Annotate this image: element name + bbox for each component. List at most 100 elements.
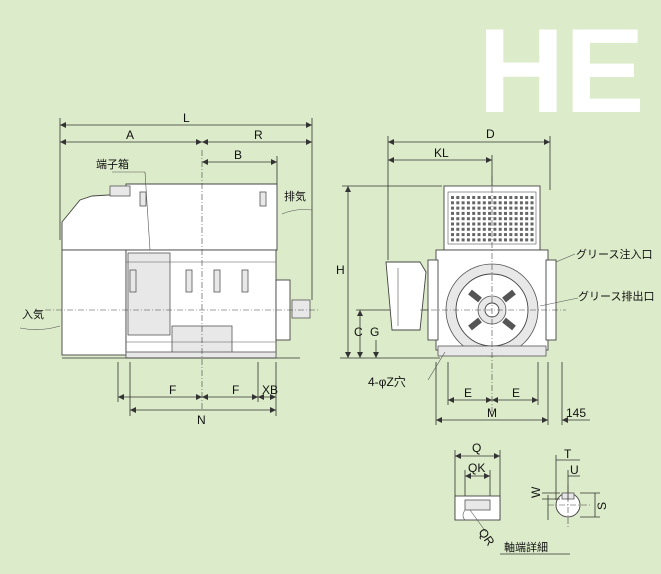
- grille-cell: [477, 233, 481, 237]
- grille-cell: [493, 201, 497, 205]
- grille-cell: [498, 217, 502, 221]
- grille-cell: [509, 222, 513, 226]
- grille-cell: [514, 238, 518, 242]
- grille-cell: [466, 233, 470, 237]
- terminal-box-label: 端子箱: [96, 157, 129, 171]
- grille-cell: [498, 238, 502, 242]
- grille-cell: [498, 222, 502, 226]
- grille-cell: [498, 227, 502, 231]
- grille-cell: [451, 233, 454, 237]
- grille-cell: [525, 201, 529, 205]
- grille-cell: [482, 227, 486, 231]
- dim-G: G: [370, 325, 379, 339]
- grille-cell: [482, 217, 486, 221]
- grille-cell: [525, 222, 529, 226]
- grille-cell: [493, 196, 497, 199]
- grille-cell: [466, 196, 470, 199]
- grille-cell: [530, 227, 534, 231]
- grille-cell: [504, 233, 507, 237]
- grille-cell: [488, 227, 492, 231]
- grille-cell: [466, 222, 470, 226]
- grille-cell: [451, 206, 454, 210]
- grille-cell: [456, 201, 460, 205]
- grille-cell: [498, 211, 502, 215]
- grille-cell: [498, 206, 502, 210]
- grille-cell: [519, 211, 523, 215]
- grille-cell: [461, 196, 465, 199]
- grille-cell: [530, 222, 534, 226]
- dim-U: U: [570, 463, 579, 477]
- grille-cell: [456, 227, 460, 231]
- grille-cell: [514, 233, 518, 237]
- grille-cell: [461, 201, 465, 205]
- grille-cell: [472, 233, 476, 237]
- side-view: [19, 118, 318, 416]
- grille-cell: [472, 196, 476, 199]
- grille-cell: [477, 238, 481, 242]
- grille-cell: [451, 227, 454, 231]
- grille-cell: [504, 222, 507, 226]
- grille-cell: [519, 233, 523, 237]
- grille-cell: [488, 196, 492, 199]
- grille-cell: [509, 227, 513, 231]
- dim-D: D: [486, 127, 495, 141]
- grille-cell: [488, 222, 492, 226]
- intake-label: 入気: [22, 307, 44, 321]
- grille-cell: [504, 238, 507, 242]
- grease-outlet-label: グリース排出口: [578, 289, 654, 303]
- grille-cell: [530, 196, 534, 199]
- dim-QK: QK: [468, 461, 485, 475]
- dim-M: M: [487, 406, 497, 420]
- grille-cell: [509, 211, 513, 215]
- grille-cell: [461, 233, 465, 237]
- grille-cell: [498, 201, 502, 205]
- grille-cell: [472, 211, 476, 215]
- dim-S: S: [595, 502, 609, 510]
- grille-cell: [530, 217, 534, 221]
- grille-cell: [466, 238, 470, 242]
- dim-E-left: E: [464, 386, 472, 400]
- grille-cell: [509, 233, 513, 237]
- grille-cell: [488, 206, 492, 210]
- grille-cell: [525, 211, 529, 215]
- grille-cell: [493, 227, 497, 231]
- dim-W: W: [529, 486, 543, 498]
- grille-cell: [461, 238, 465, 242]
- grille-cell: [514, 211, 518, 215]
- cooler-grille: [451, 196, 534, 242]
- dim-T: T: [564, 447, 572, 461]
- dim-R: R: [254, 128, 263, 142]
- grille-cell: [519, 196, 523, 199]
- grille-cell: [514, 222, 518, 226]
- grille-cell: [466, 201, 470, 205]
- grille-cell: [477, 217, 481, 221]
- grille-cell: [482, 196, 486, 199]
- front-view: [340, 136, 590, 425]
- grille-cell: [472, 222, 476, 226]
- grille-cell: [514, 196, 518, 199]
- grille-cell: [504, 211, 507, 215]
- grille-cell: [488, 238, 492, 242]
- grille-cell: [461, 206, 465, 210]
- grille-cell: [498, 196, 502, 199]
- grille-cell: [493, 222, 497, 226]
- grille-cell: [461, 217, 465, 221]
- grille-cell: [461, 227, 465, 231]
- grille-cell: [519, 206, 523, 210]
- mounting-holes-label: 4-φZ穴: [368, 374, 406, 389]
- grille-cell: [519, 222, 523, 226]
- grille-cell: [477, 206, 481, 210]
- grille-cell: [456, 238, 460, 242]
- grille-cell: [525, 233, 529, 237]
- grille-cell: [456, 196, 460, 199]
- dim-XB: XB: [262, 383, 278, 397]
- grille-cell: [461, 222, 465, 226]
- shaft-detail-caption: 軸端詳細: [504, 540, 548, 554]
- grille-cell: [493, 211, 497, 215]
- grille-cell: [493, 206, 497, 210]
- grille-cell: [482, 222, 486, 226]
- dim-N: N: [197, 413, 206, 427]
- grille-cell: [451, 211, 454, 215]
- grille-cell: [504, 201, 507, 205]
